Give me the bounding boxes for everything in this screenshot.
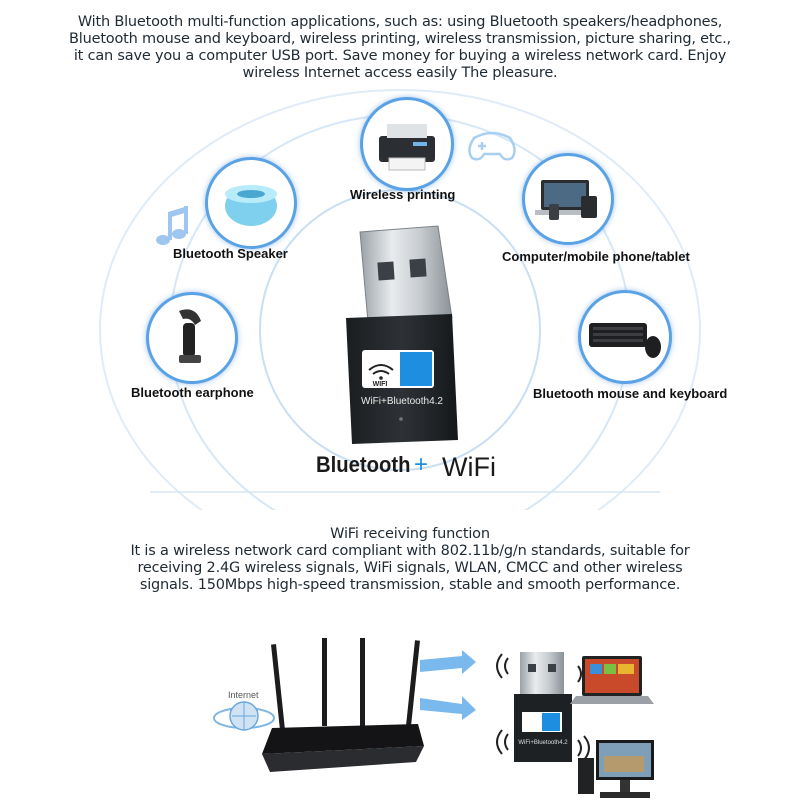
description-line: it can save you a computer USB port. Sav… xyxy=(73,48,727,64)
description-line: With Bluetooth multi-function applicatio… xyxy=(77,14,723,30)
wifi-description-line: receiving 2.4G wireless signals, WiFi si… xyxy=(137,560,683,576)
dongle-label: WiFi+Bluetooth4.2 xyxy=(361,396,443,407)
wifi-description-line: signals. 150Mbps high-speed transmission… xyxy=(139,577,681,593)
keyboard-icon xyxy=(589,323,661,358)
router-image xyxy=(262,638,424,772)
printer-icon xyxy=(379,124,435,171)
devices-icon xyxy=(535,180,597,220)
small-dongle-label: WiFi+Bluetooth4.2 xyxy=(518,740,568,746)
internet-globe-icon xyxy=(213,701,275,731)
top-description: With Bluetooth multi-function applicatio… xyxy=(0,14,800,82)
earphone-circle xyxy=(146,292,238,384)
banner-wifi: WiFi xyxy=(442,452,496,482)
printer-circle xyxy=(360,97,454,191)
speaker-icon xyxy=(225,185,277,226)
usb-dongle-image: WIFI WiFi+Bluetooth4.2 xyxy=(346,225,458,444)
banner-plus: + xyxy=(414,451,429,478)
desktop-computer-image xyxy=(578,740,654,798)
description-line: Bluetooth mouse and keyboard, wireless p… xyxy=(69,31,731,47)
wifi-description: WiFi receiving function It is a wireless… xyxy=(0,526,800,594)
wifi-wave-icon xyxy=(496,653,509,755)
description-line: wireless Internet access easily The plea… xyxy=(242,65,558,81)
earphone-icon xyxy=(179,309,201,363)
label-computer-phone-tablet: Computer/mobile phone/tablet xyxy=(502,249,690,264)
keyboard-circle xyxy=(578,290,672,384)
wifi-section-title: WiFi receiving function xyxy=(330,526,490,542)
application-diagram: WIFI WiFi+Bluetooth4.2 xyxy=(99,89,701,510)
label-bluetooth-earphone: Bluetooth earphone xyxy=(131,385,254,400)
wifi-description-line: It is a wireless network card compliant … xyxy=(130,543,690,559)
small-dongle-image: WiFi+Bluetooth4.2 xyxy=(514,652,572,762)
label-wireless-printing: Wireless printing xyxy=(350,187,456,202)
internet-label: Internet xyxy=(228,690,259,700)
laptop-image xyxy=(570,656,654,704)
label-bluetooth-speaker: Bluetooth Speaker xyxy=(173,246,288,261)
router-diagram: Internet WiFi+Bluetooth4.2 xyxy=(213,638,654,798)
speaker-circle xyxy=(205,157,297,249)
gamepad-icon xyxy=(468,131,516,161)
label-bluetooth-mouse-keyboard: Bluetooth mouse and keyboard xyxy=(533,386,728,401)
devices-circle xyxy=(522,153,614,245)
music-note-icon xyxy=(156,206,188,245)
wifi-logo-text: WIFI xyxy=(373,381,388,388)
banner-bluetooth: Bluetooth xyxy=(316,452,411,477)
signal-arrows xyxy=(420,650,476,720)
